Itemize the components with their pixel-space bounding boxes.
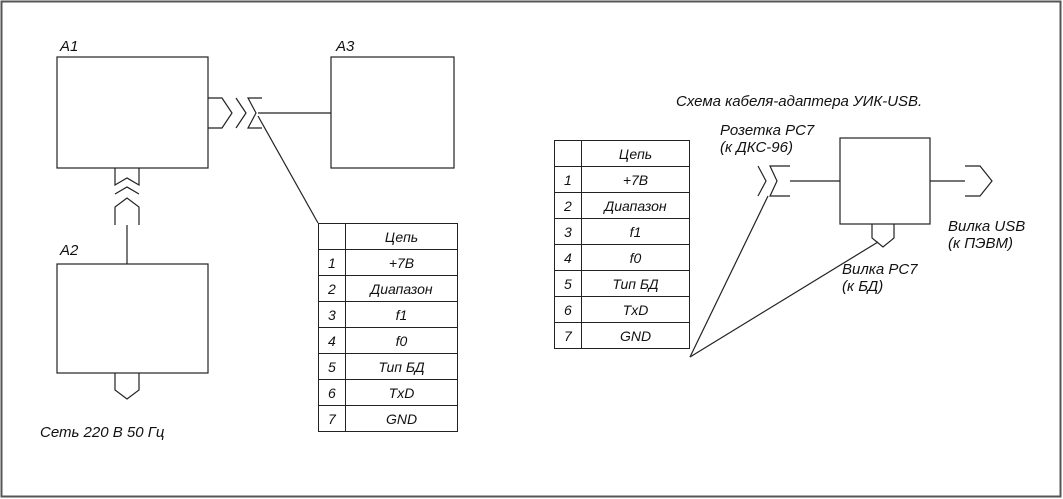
pin-number-cell: 2 [554, 192, 582, 219]
plug-rs7-label-1: Вилка РС7 [842, 261, 918, 278]
pin-number-cell: 4 [318, 327, 346, 354]
pin-number-cell: 5 [318, 353, 346, 380]
signal-name-cell: f1 [581, 218, 690, 245]
a2-top-plug [114, 197, 140, 225]
usb-plug-connector [965, 165, 993, 197]
block-a3 [330, 56, 455, 169]
signal-name-cell: Диапазон [581, 192, 690, 219]
signal-name-cell: +7В [581, 166, 690, 193]
right-table-lead-2 [689, 241, 879, 358]
pin-number-cell: 2 [318, 275, 346, 302]
adapter-title: Схема кабеля-адаптера УИК-USB. [676, 93, 923, 110]
a1-plug-connector [208, 97, 233, 129]
signal-name-cell: f0 [345, 327, 458, 354]
signal-name-cell: Диапазон [345, 275, 458, 302]
pin-number-cell: 1 [554, 166, 582, 193]
signal-name-cell: Цепь [345, 223, 458, 250]
plug-usb-label-2: (к ПЭВМ) [948, 235, 1014, 252]
pin-number-cell: 4 [554, 244, 582, 271]
signal-name-cell: +7В [345, 249, 458, 276]
adapter-box [839, 137, 931, 225]
signal-name-cell: f1 [345, 301, 458, 328]
rs7-plug-connector [871, 224, 895, 248]
a1-bottom-socket-inner [114, 186, 140, 195]
label-a1: А1 [60, 38, 79, 55]
pin-number-cell: 3 [554, 218, 582, 245]
signal-name-cell: f0 [581, 244, 690, 271]
pin-number-cell [318, 223, 346, 250]
signal-name-cell: Тип БД [581, 270, 690, 297]
pin-number-cell: 6 [318, 379, 346, 406]
a1-bottom-socket [114, 168, 140, 187]
pin-number-cell: 1 [318, 249, 346, 276]
mains-label: Сеть 220 В 50 Гц [40, 424, 165, 441]
a1-a3-socket-connector [247, 97, 262, 129]
rs7-socket-connector [769, 165, 790, 197]
signal-name-cell: TxD [345, 379, 458, 406]
signal-name-cell: TxD [581, 296, 690, 323]
a2-mains-plug [114, 373, 140, 400]
block-a1 [56, 56, 209, 169]
right-table-lead-1 [689, 195, 769, 358]
signal-name-cell: Тип БД [345, 353, 458, 380]
pin-number-cell: 7 [318, 405, 346, 432]
pin-number-cell [554, 140, 582, 167]
signal-name-cell: GND [581, 322, 690, 349]
signal-name-cell: Цепь [581, 140, 690, 167]
a1-a3-socket-inner [235, 97, 247, 129]
rs7-socket-inner [757, 165, 767, 197]
pin-number-cell: 5 [554, 270, 582, 297]
pin-number-cell: 3 [318, 301, 346, 328]
block-a2 [56, 263, 209, 374]
socket-label-1: Розетка РС7 [720, 122, 815, 139]
pin-number-cell: 7 [554, 322, 582, 349]
label-a2: А2 [60, 242, 79, 259]
table-header-row: Цепь [318, 223, 458, 250]
table-row: 1+7В [318, 249, 458, 276]
table-header-row: Цепь [554, 140, 690, 167]
table-row: 1+7В [554, 166, 690, 193]
signal-name-cell: GND [345, 405, 458, 432]
plug-usb-label-1: Вилка USB [948, 218, 1026, 235]
plug-rs7-label-2: (к БД) [842, 278, 884, 295]
pin-number-cell: 6 [554, 296, 582, 323]
socket-label-2: (к ДКС-96) [720, 139, 793, 156]
left-table-lead [257, 115, 319, 224]
label-a3: А3 [336, 38, 355, 55]
